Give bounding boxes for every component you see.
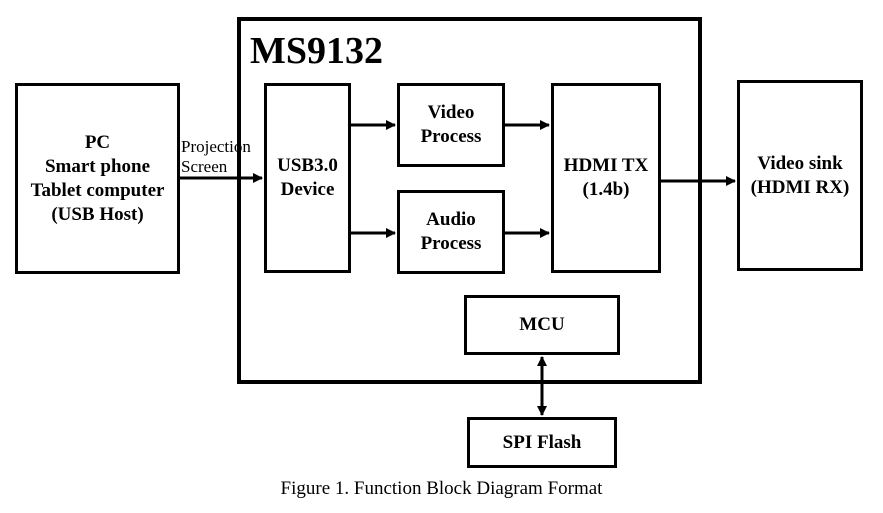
figure-caption: Figure 1. Function Block Diagram Format [280,478,603,499]
spi-flash-block: SPI Flash [467,417,617,468]
audio-process-block: Audio Process [397,190,505,274]
ms9132-chip-boundary [237,17,702,384]
usb-device-block: USB3.0 Device [264,83,351,273]
chip-title: MS9132 [250,30,383,72]
video-process-block: Video Process [397,83,505,167]
host-block: PC Smart phone Tablet computer (USB Host… [15,83,180,274]
projection-screen-label: Projection Screen [181,137,251,176]
hdmi-tx-block: HDMI TX (1.4b) [551,83,661,273]
video-sink-block: Video sink (HDMI RX) [737,80,863,271]
mcu-block: MCU [464,295,620,355]
